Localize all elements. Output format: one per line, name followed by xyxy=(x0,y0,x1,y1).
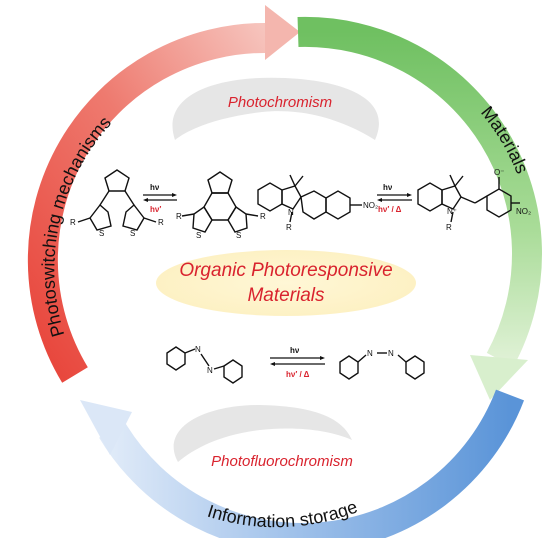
spiropyran-equilibrium: hν hν′ / Δ xyxy=(377,183,412,214)
cis-azo-nitrogen-2: N xyxy=(388,349,394,358)
merocyanine-r-group: R xyxy=(446,223,452,232)
diarylethene-closed-structure: R R S S xyxy=(176,171,266,240)
spiropyran-reverse-label: hν′ / Δ xyxy=(378,205,402,214)
closed-sulfur-left: S xyxy=(196,231,201,240)
diarylethene-forward-label: hν xyxy=(150,183,160,192)
cis-azo-nitrogen-1: N xyxy=(367,349,373,358)
merocyanine-oxide: O⁻ xyxy=(494,168,504,177)
trans-azo-nitrogen-1: N xyxy=(195,345,201,354)
spiropyran-nitrogen: N xyxy=(288,208,294,217)
sulfur-right: S xyxy=(130,229,135,238)
left-arrow xyxy=(27,5,300,383)
cis-azobenzene-structure: N N xyxy=(339,349,425,380)
closed-r-group-right: R xyxy=(260,212,266,221)
r-group-right: R xyxy=(158,218,164,227)
merocyanine-structure: N⁺ R O⁻ NO₂ xyxy=(417,168,531,232)
photofluorochromism-label: Photofluorochromism xyxy=(211,453,353,470)
center-title-line2: Materials xyxy=(247,285,325,306)
diarylethene-reverse-label: hν′ xyxy=(150,205,161,214)
spiropyran-nitro: NO₂ xyxy=(363,201,378,210)
center-ellipse xyxy=(156,250,416,316)
sulfur-left: S xyxy=(99,229,104,238)
trans-azobenzene-structure: N N xyxy=(166,345,243,384)
r-group-left: R xyxy=(70,218,76,227)
azobenzene-reverse-label: hν′ / Δ xyxy=(286,370,310,379)
merocyanine-nitrogen: N⁺ xyxy=(447,207,457,216)
spiropyran-structure: N R NO₂ xyxy=(257,174,378,232)
closed-sulfur-right: S xyxy=(236,231,241,240)
photoswitching-mechanisms-label: Photoswitching mechanisms xyxy=(38,112,115,339)
center-title-line1: Organic Photoresponsive xyxy=(179,260,392,281)
diarylethene-equilibrium: hν hν′ xyxy=(143,183,177,214)
trans-azo-nitrogen-2: N xyxy=(207,366,213,375)
bottom-arrow xyxy=(80,389,525,538)
photofluorochromism-swoosh xyxy=(173,405,352,462)
azobenzene-forward-label: hν xyxy=(290,346,300,355)
spiropyran-forward-label: hν xyxy=(383,183,393,192)
azobenzene-equilibrium: hν hν′ / Δ xyxy=(270,346,325,379)
diarylethene-open-structure: R R S S xyxy=(70,169,164,238)
right-arrow xyxy=(297,16,542,400)
merocyanine-nitro: NO₂ xyxy=(516,207,531,216)
photochromism-swoosh xyxy=(172,77,379,140)
photochromism-label: Photochromism xyxy=(228,94,332,111)
closed-r-group-left: R xyxy=(176,212,182,221)
spiropyran-r-group: R xyxy=(286,223,292,232)
